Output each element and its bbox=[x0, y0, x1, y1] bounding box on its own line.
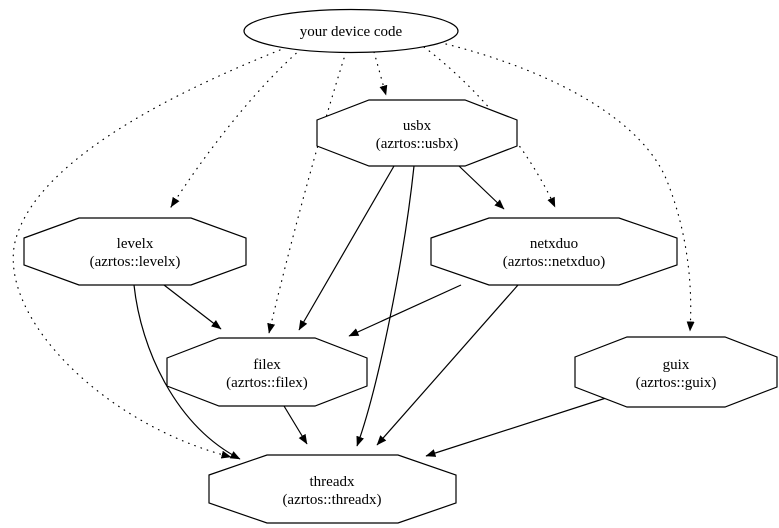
node-device: your device code bbox=[243, 8, 459, 54]
node-filex-label: filex bbox=[253, 357, 281, 373]
edge-device-to-netxduo bbox=[423, 46, 556, 208]
node-filex-shape bbox=[166, 337, 368, 407]
node-netxduo: netxduo (azrtos::netxduo) bbox=[430, 217, 678, 286]
node-usbx-label: usbx bbox=[403, 118, 432, 134]
node-netxduo-shape bbox=[430, 217, 678, 286]
edge-device-to-threadx bbox=[12, 49, 281, 459]
node-levelx: levelx (azrtos::levelx) bbox=[23, 217, 247, 286]
edge-usbx-to-netxduo bbox=[458, 165, 505, 210]
node-levelx-sublabel: (azrtos::levelx) bbox=[90, 254, 181, 270]
node-levelx-shape bbox=[23, 217, 247, 286]
node-filex-sublabel: (azrtos::filex) bbox=[226, 375, 308, 391]
node-threadx: threadx (azrtos::threadx) bbox=[208, 454, 457, 524]
edge-usbx-to-threadx bbox=[356, 165, 415, 447]
node-usbx-sublabel: (azrtos::usbx) bbox=[376, 136, 458, 152]
edge-usbx-to-filex bbox=[298, 165, 395, 331]
node-guix-shape bbox=[574, 336, 778, 408]
edge-device-to-usbx bbox=[373, 51, 388, 96]
node-device-label: your device code bbox=[300, 24, 403, 40]
edge-guix-to-threadx bbox=[425, 397, 607, 457]
edge-levelx-to-filex bbox=[163, 284, 222, 330]
node-guix-sublabel: (azrtos::guix) bbox=[636, 375, 717, 391]
edge-device-to-filex bbox=[267, 51, 347, 334]
node-netxduo-sublabel: (azrtos::netxduo) bbox=[503, 254, 605, 270]
node-threadx-label: threadx bbox=[310, 474, 355, 490]
edge-levelx-to-threadx bbox=[133, 284, 241, 460]
node-device-shape bbox=[243, 8, 459, 54]
node-netxduo-label: netxduo bbox=[530, 236, 578, 252]
edge-netxduo-to-threadx bbox=[376, 284, 519, 446]
node-guix-label: guix bbox=[663, 357, 690, 373]
node-usbx: usbx (azrtos::usbx) bbox=[316, 99, 518, 167]
node-usbx-shape bbox=[316, 99, 518, 167]
node-threadx-sublabel: (azrtos::threadx) bbox=[282, 492, 381, 508]
node-threadx-shape bbox=[208, 454, 457, 524]
node-filex: filex (azrtos::filex) bbox=[166, 337, 368, 407]
edge-device-to-levelx bbox=[170, 48, 302, 208]
edge-netxduo-to-filex bbox=[348, 284, 462, 337]
node-guix: guix (azrtos::guix) bbox=[574, 336, 778, 408]
edge-filex-to-threadx bbox=[283, 405, 308, 445]
edge-device-to-guix bbox=[445, 43, 695, 332]
node-levelx-label: levelx bbox=[117, 236, 154, 252]
